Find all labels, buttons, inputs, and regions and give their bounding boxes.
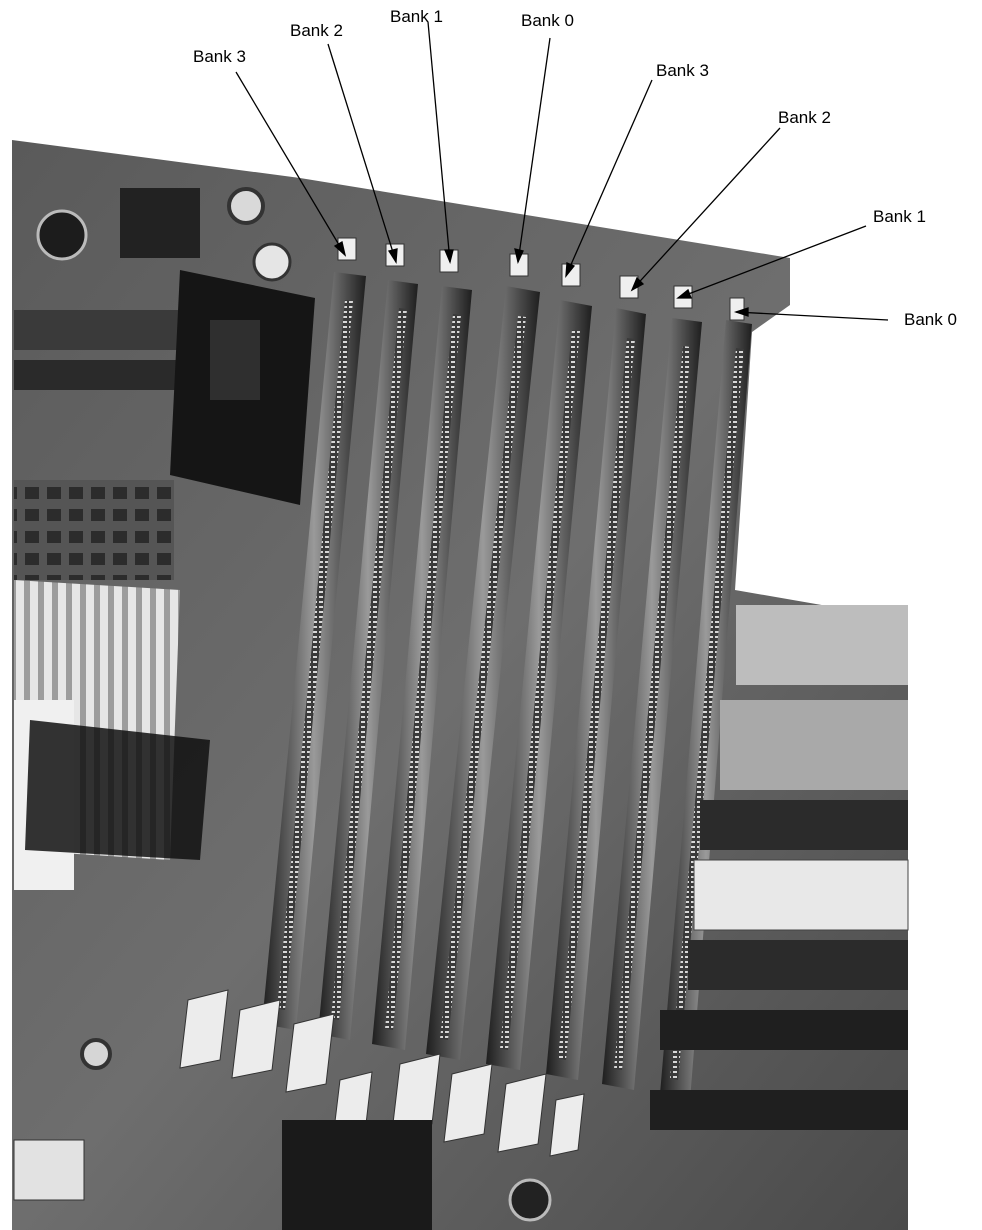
label-right-bank1: Bank 1 [873, 207, 926, 226]
capacitor [36, 209, 88, 261]
chipset [282, 1120, 432, 1230]
arrowhead [514, 248, 524, 265]
top-left-chip [120, 188, 200, 258]
power-connector [736, 605, 908, 685]
component-strip [14, 360, 184, 390]
pin-row [277, 300, 353, 1010]
arrow-right-bank3 [565, 79, 653, 277]
label-right-bank0: Bank 0 [904, 310, 957, 329]
bottom-latches [179, 989, 585, 1157]
slot-latch [285, 1013, 335, 1093]
chip-array [14, 480, 174, 580]
bottom-connector [13, 1139, 85, 1201]
capacitor [252, 242, 292, 282]
ide-connector [700, 800, 908, 850]
arrow-left-bank3 [235, 71, 346, 256]
label-left-bank0: Bank 0 [521, 11, 574, 30]
arrow-left-bank0 [517, 37, 551, 263]
power-connector [720, 700, 908, 790]
slot-latch [443, 1063, 493, 1143]
pin-row [440, 316, 526, 1040]
annotation-arrows [235, 21, 889, 321]
pin-row [385, 314, 461, 1030]
slot-latch [729, 297, 745, 321]
slot-latch [179, 989, 229, 1069]
heatsink-clip [25, 720, 210, 860]
arrowhead [676, 288, 692, 299]
arrow-right-bank2 [631, 127, 781, 291]
label-left-bank3: Bank 3 [193, 47, 246, 66]
arrowhead [333, 241, 347, 257]
label-left-bank2: Bank 2 [290, 21, 343, 40]
arrowhead [444, 249, 454, 265]
cpu-latch [210, 320, 260, 400]
pin-row [670, 348, 744, 1080]
pci-slot [650, 1090, 908, 1130]
component-strip [14, 310, 184, 350]
arrow-left-bank2 [327, 43, 397, 263]
pin-row [331, 308, 407, 1020]
capacitor [508, 1178, 552, 1222]
arrowhead [387, 248, 398, 264]
pin-row [558, 338, 635, 1060]
mounting-hole [80, 1038, 112, 1070]
arrow-right-bank0 [735, 311, 889, 321]
pin-row [500, 330, 580, 1050]
label-right-bank3: Bank 3 [656, 61, 709, 80]
ide-connector [688, 940, 908, 990]
memory-slots [262, 272, 752, 1100]
arrowhead [630, 276, 645, 292]
arrowhead [565, 262, 576, 279]
ide-connector [693, 859, 909, 931]
arrowhead [733, 307, 749, 317]
slot-latch [549, 1093, 585, 1157]
arrow-right-bank1 [677, 225, 867, 299]
label-right-bank2: Bank 2 [778, 108, 831, 127]
slot-latch [497, 1073, 547, 1153]
arrow-left-bank1 [427, 21, 451, 263]
pci-slot [660, 1010, 908, 1050]
slot-latch [231, 999, 281, 1079]
label-left-bank1: Bank 1 [390, 7, 443, 26]
pin-row [614, 346, 691, 1070]
mounting-hole [227, 187, 265, 225]
